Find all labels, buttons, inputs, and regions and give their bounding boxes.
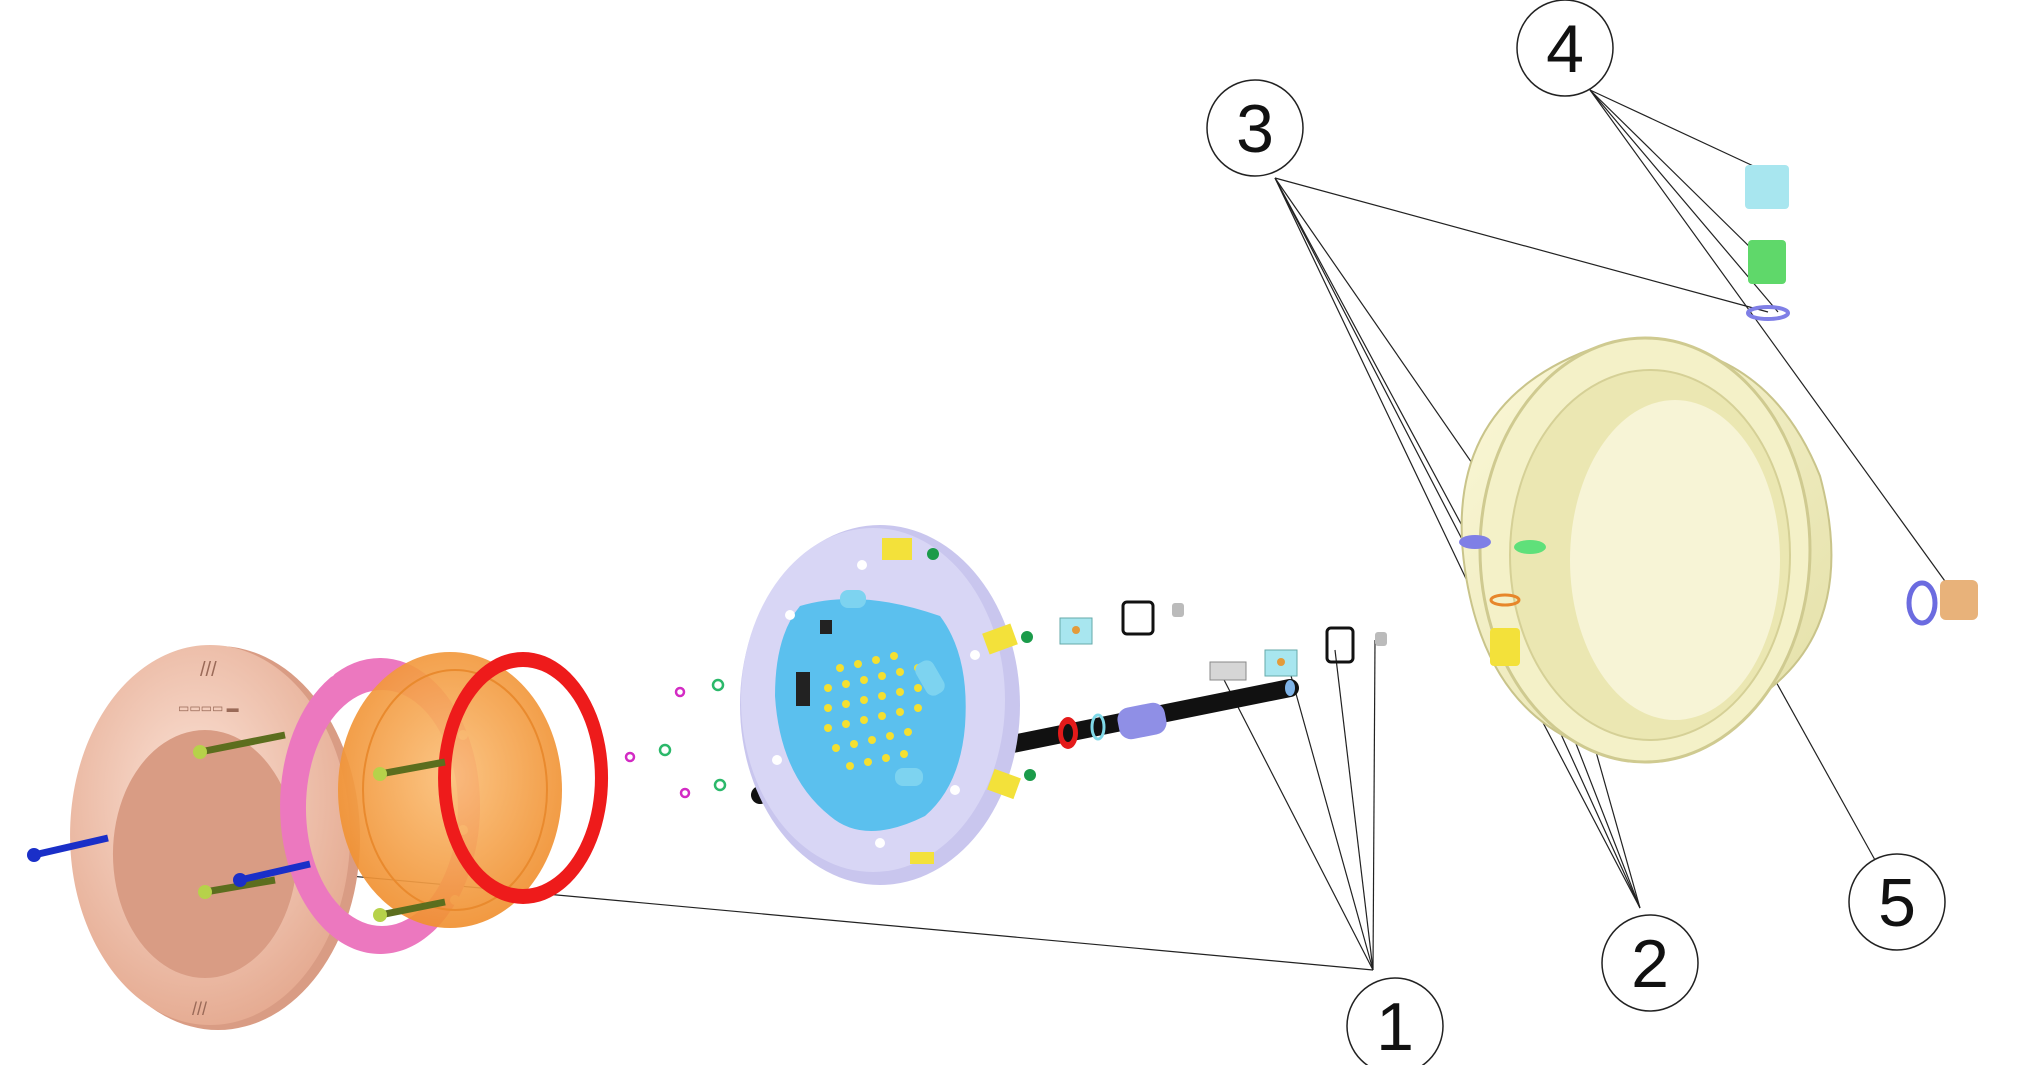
callout-2-label: 2 — [1631, 926, 1669, 1002]
callout-1: 1 — [1346, 977, 1444, 1065]
svg-text:///: /// — [200, 659, 217, 681]
blue-bolts — [27, 834, 311, 887]
callout-3-label: 3 — [1236, 91, 1274, 167]
callout-4: 4 — [1516, 0, 1614, 97]
callout-4-label: 4 — [1546, 11, 1584, 87]
ring-screws — [193, 731, 446, 922]
callout-2: 2 — [1601, 914, 1699, 1012]
callout-1-label: 1 — [1376, 989, 1414, 1065]
callout-5: 5 — [1848, 853, 1946, 951]
niche-housing — [1460, 336, 1833, 764]
led-plate — [740, 525, 1020, 885]
front-trim-ring: /// ▭▭▭▭ ▬ /// — [70, 645, 360, 1030]
svg-text:///: /// — [192, 999, 207, 1019]
housing-fittings — [1459, 165, 1978, 666]
callout-5-label: 5 — [1878, 865, 1916, 941]
svg-text:▭▭▭▭ ▬: ▭▭▭▭ ▬ — [178, 701, 239, 715]
plate-clips — [882, 538, 1387, 864]
small-orings — [624, 678, 727, 799]
callout-3: 3 — [1206, 79, 1304, 177]
led-array — [824, 652, 922, 770]
